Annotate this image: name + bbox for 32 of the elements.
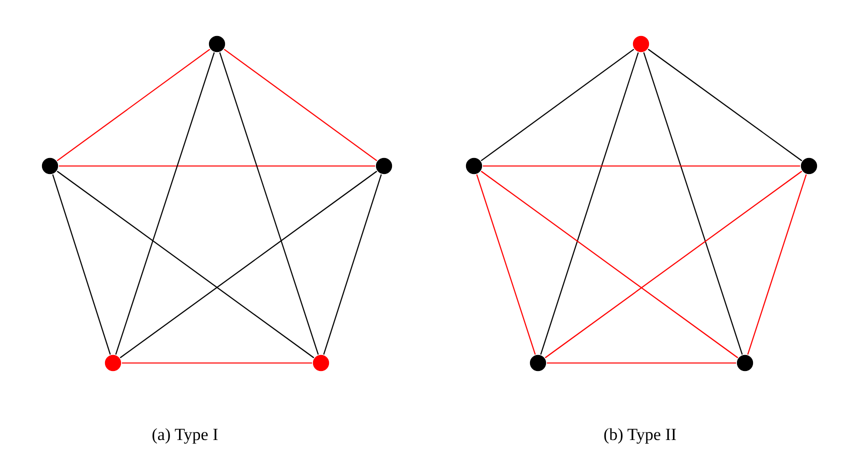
vertex-dot <box>104 354 122 372</box>
vertex-dot <box>208 35 226 53</box>
edge-line <box>56 170 314 358</box>
edge-line <box>323 174 382 356</box>
edge-line <box>480 170 738 358</box>
vertex-dot <box>465 157 483 175</box>
subfigure-caption: (b) Type II <box>603 425 677 445</box>
vertex-dot <box>800 157 818 175</box>
edge-line <box>224 48 378 162</box>
edge-line <box>648 48 802 162</box>
vertex-dot <box>375 157 393 175</box>
vertex-dot <box>632 35 650 53</box>
edge-line <box>643 52 743 356</box>
edge-line <box>58 165 376 167</box>
edge-line <box>546 362 736 364</box>
edge-line <box>219 52 319 356</box>
edge-line <box>476 174 536 356</box>
edge-line <box>540 52 639 356</box>
vertex-dot <box>736 354 754 372</box>
edge-line <box>480 48 634 162</box>
edge-line <box>52 174 111 356</box>
edge-line <box>122 362 312 364</box>
vertex-dot <box>312 354 330 372</box>
edge-line <box>115 52 215 356</box>
vertex-dot <box>41 157 59 175</box>
subfigure-caption: (a) Type I <box>152 425 218 445</box>
edge-line <box>747 174 807 356</box>
edge-line <box>482 165 800 167</box>
edge-line <box>544 170 802 358</box>
edge-line <box>56 48 210 162</box>
edge-line <box>120 170 378 358</box>
vertex-dot <box>529 354 547 372</box>
